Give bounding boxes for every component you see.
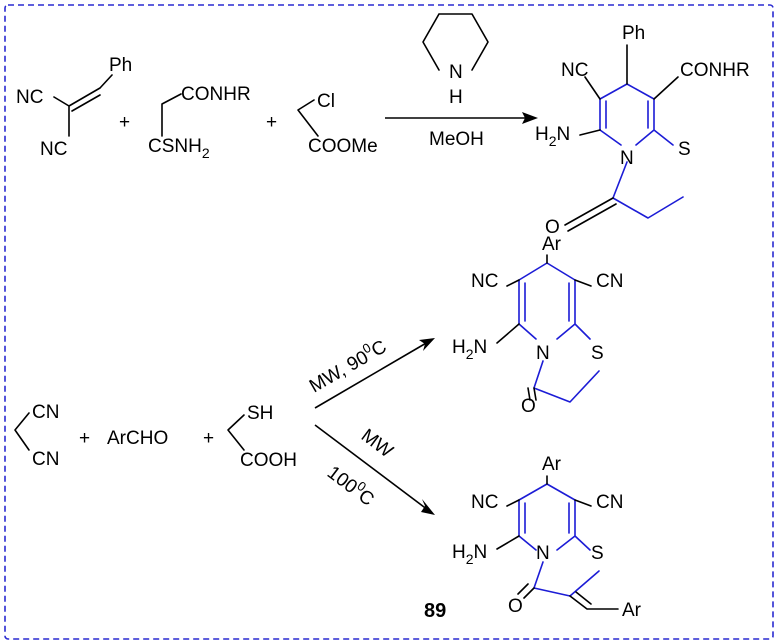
hydrogen-label: H bbox=[449, 87, 463, 108]
r1-piperidine-catalyst: N H bbox=[422, 13, 489, 108]
condition-upper-label: MW, 900C bbox=[304, 333, 390, 397]
compound-number: 89 bbox=[424, 600, 446, 622]
amine-label: H2N bbox=[452, 542, 487, 567]
oxygen-label: O bbox=[521, 396, 536, 417]
amide-label: CONHR bbox=[181, 84, 251, 105]
reaction-arrow-upper bbox=[314, 341, 429, 409]
r1-reactant-benzylidene-malononitrile: Ph NC NC bbox=[16, 55, 132, 160]
r1-product-thiazolopyridine: Ph NC CONHR H2N N S O bbox=[535, 23, 750, 238]
acid-label: COOH bbox=[240, 450, 297, 471]
thiol-label: SH bbox=[247, 403, 273, 424]
oxygen-label: O bbox=[545, 217, 560, 238]
phenyl-label: Ph bbox=[622, 23, 645, 44]
r2-reactant-malononitrile: CN CN bbox=[14, 402, 59, 470]
ester-label: COOMe bbox=[308, 136, 378, 157]
phenyl-label: Ph bbox=[109, 55, 132, 76]
r1-reactant-cyanothioacetamide: CONHR CSNH2 bbox=[148, 84, 251, 161]
nitrile-label: CN bbox=[32, 449, 59, 470]
nitrogen-label: N bbox=[449, 62, 463, 83]
oxygen-label: O bbox=[508, 596, 523, 617]
nitrogen-label: N bbox=[536, 543, 550, 564]
nitrile-label: NC bbox=[40, 139, 67, 160]
r2-product-b: Ar NC CN H2N N S O Ar 89 bbox=[424, 454, 642, 622]
reaction-arrow-lower bbox=[314, 424, 429, 511]
amine-label: H2N bbox=[452, 337, 487, 362]
nitrile-label: NC bbox=[16, 87, 43, 108]
arrow-head bbox=[419, 338, 435, 351]
nitrile-label: CN bbox=[32, 402, 59, 423]
aldehyde-label: ArCHO bbox=[107, 428, 168, 449]
nitrogen-label: N bbox=[536, 343, 550, 364]
thioamide-label: CSNH2 bbox=[148, 136, 210, 161]
nitrogen-label: N bbox=[620, 148, 634, 169]
r2-product-a: Ar NC CN H2N N S O bbox=[452, 234, 623, 417]
plus-sign: + bbox=[203, 428, 214, 449]
dashed-frame bbox=[4, 4, 774, 640]
sulfur-label: S bbox=[591, 343, 604, 364]
nitrile-label: NC bbox=[561, 60, 588, 81]
plus-sign: + bbox=[266, 112, 277, 133]
amide-label: CONHR bbox=[680, 60, 750, 81]
chloro-label: Cl bbox=[317, 91, 335, 112]
plus-sign: + bbox=[79, 428, 90, 449]
aryl-label: Ar bbox=[622, 600, 642, 621]
sulfur-label: S bbox=[591, 543, 604, 564]
r2-reactant-thioglycolic-acid: SH COOH bbox=[227, 403, 297, 471]
aryl-label: Ar bbox=[542, 454, 562, 475]
nitrile-label: NC bbox=[471, 271, 498, 292]
sulfur-label: S bbox=[678, 139, 691, 160]
nitrile-label: CN bbox=[596, 271, 623, 292]
condition-lower-label: MW bbox=[357, 425, 397, 462]
r1-reactant-methyl-chloroacetate: Cl COOMe bbox=[297, 91, 378, 157]
arrow-head bbox=[522, 112, 538, 124]
arrow-head bbox=[421, 499, 435, 515]
solvent-label: MeOH bbox=[429, 129, 484, 150]
amine-label: H2N bbox=[535, 124, 570, 149]
nitrile-label: CN bbox=[596, 492, 623, 513]
aryl-label: Ar bbox=[542, 234, 562, 255]
nitrile-label: NC bbox=[471, 492, 498, 513]
plus-sign: + bbox=[119, 112, 130, 133]
